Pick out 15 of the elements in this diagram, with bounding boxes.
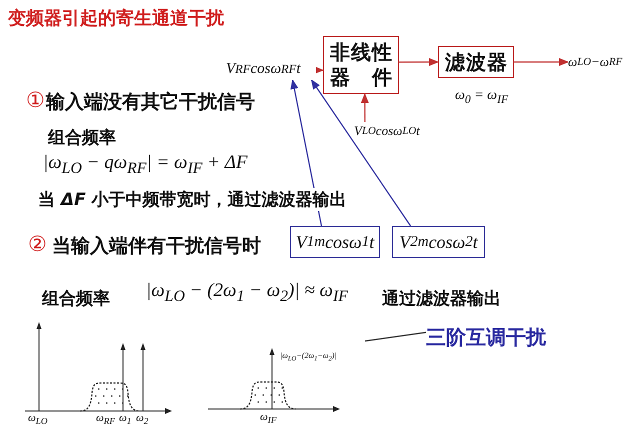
callout-label: 三阶互调干扰 xyxy=(426,324,556,348)
body-text: 当 ΔF 小于中频带宽时，通过滤波器输出 xyxy=(38,188,347,211)
body-text: 组合频率 xyxy=(48,126,116,149)
filter-caption: ω$_{0}$ = ω$_{IF}$ xyxy=(455,88,508,106)
body-text: 组合频率 xyxy=(42,287,110,310)
arrow xyxy=(514,58,569,66)
leader-line xyxy=(364,332,426,342)
spectral-line-label: |ω$_{LO}$−(2ω$_{1}$−ω$_{2}$)| xyxy=(280,351,337,363)
nonlinear-device-box: 非线性器件 xyxy=(323,36,399,94)
body-text: 通过滤波器输出 xyxy=(382,287,501,310)
title: 变频器引起的寄生通道干扰 xyxy=(8,7,224,30)
filter-box: 滤波器 xyxy=(438,46,514,78)
arrow xyxy=(360,93,369,122)
arrow xyxy=(310,79,412,226)
arrow xyxy=(399,58,439,66)
